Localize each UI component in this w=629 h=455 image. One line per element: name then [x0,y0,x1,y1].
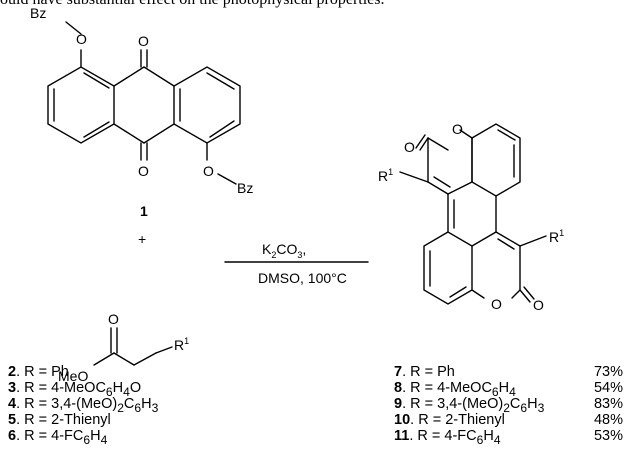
yield-value: 83% [593,396,623,412]
oxygen-label-top: O [76,31,87,47]
reactant-list-item: 3. R = 4-MeOC6H4O [8,380,142,399]
product-list-item: 7. R = Ph [394,364,455,380]
carbonyl-oxygen-top: O [138,33,149,49]
protecting-group-label-top: Bz [30,5,46,21]
product-ring-oxygen-bottom: O [491,296,502,312]
plus-sign: + [138,231,146,247]
product-list-item: 10. R = 2-Thienyl [394,412,505,428]
product-carbonyl-oxygen-bottom: O [533,297,544,313]
reagent-label: K2CO3, [262,241,306,260]
product-carbonyl-oxygen-top: O [404,139,415,155]
header-text: ould have substantial effect on the phot… [0,0,629,9]
ester-carbonyl-oxygen: O [108,311,119,327]
reactant-list-item: 5. R = 2-Thienyl [8,412,111,428]
product-r-label-bottom: R1 [549,228,564,245]
carbonyl-oxygen-bottom: O [138,163,149,179]
conditions-label: DMSO, 100°C [258,270,347,286]
compound-1-number: 1 [140,203,148,219]
reactant-list-item: 6. R = 4-FC6H4 [8,428,108,447]
yield-value: 73% [593,364,623,380]
product-r-label-top: R1 [378,167,393,184]
oxygen-label-bottom: O [203,163,214,179]
reactant-list-item: 4. R = 3,4-(MeO)2C6H3 [8,396,159,415]
protecting-group-label-bottom: Bz [237,180,253,196]
product-ring-oxygen-top: O [452,121,463,137]
reactant-list-item: 2. R = Ph [8,364,69,380]
yield-value: 48% [593,412,623,428]
ester-methoxy-label: MeO [58,368,88,384]
ester-r-label: R1 [174,336,189,353]
product-list-item: 11. R = 4-FC6H4 [394,428,501,447]
product-list-item: 8. R = 4-MeOC6H4 [394,380,516,399]
yield-value: 53% [593,428,623,444]
product-list-item: 9. R = 3,4-(MeO)2C6H3 [394,396,545,415]
yield-value: 54% [593,380,623,396]
